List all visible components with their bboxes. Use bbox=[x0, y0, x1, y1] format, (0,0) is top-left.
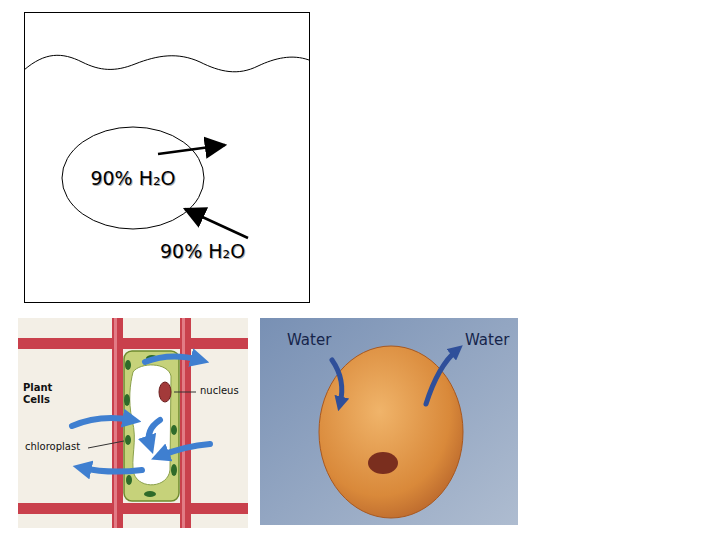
cell-panel bbox=[260, 318, 518, 525]
plant-panel bbox=[18, 318, 248, 528]
nucleus-shape bbox=[159, 382, 171, 402]
part-label: nucleus bbox=[199, 385, 240, 397]
water-label: Water bbox=[465, 332, 509, 349]
ellipse-outline bbox=[62, 127, 204, 229]
water-label: Water bbox=[287, 332, 331, 349]
beaker bbox=[25, 13, 310, 303]
cell-walls bbox=[18, 318, 248, 528]
chloroplasts bbox=[124, 355, 177, 497]
cell-body bbox=[319, 346, 463, 518]
water-percent-label: 90% H₂O bbox=[160, 241, 245, 263]
part-label: chloroplast bbox=[24, 441, 81, 453]
water-out-curve bbox=[426, 350, 457, 404]
cell-ellipse: 90% H₂O bbox=[61, 126, 205, 230]
node-body: 90% H₂O bbox=[61, 126, 205, 230]
chloroplast-leader bbox=[88, 441, 124, 448]
panel-title: Plant Cells bbox=[22, 382, 68, 405]
node-text: 90% H₂O bbox=[90, 167, 175, 189]
water-in-arrow bbox=[185, 209, 248, 238]
water-surface bbox=[24, 55, 309, 72]
vacuole bbox=[130, 365, 171, 485]
water-in-curve bbox=[332, 360, 342, 404]
water-flow-arrows bbox=[72, 356, 210, 471]
cytoplasm bbox=[124, 351, 179, 501]
cell-nucleus bbox=[368, 452, 398, 474]
nucleus-leader bbox=[174, 392, 196, 393]
